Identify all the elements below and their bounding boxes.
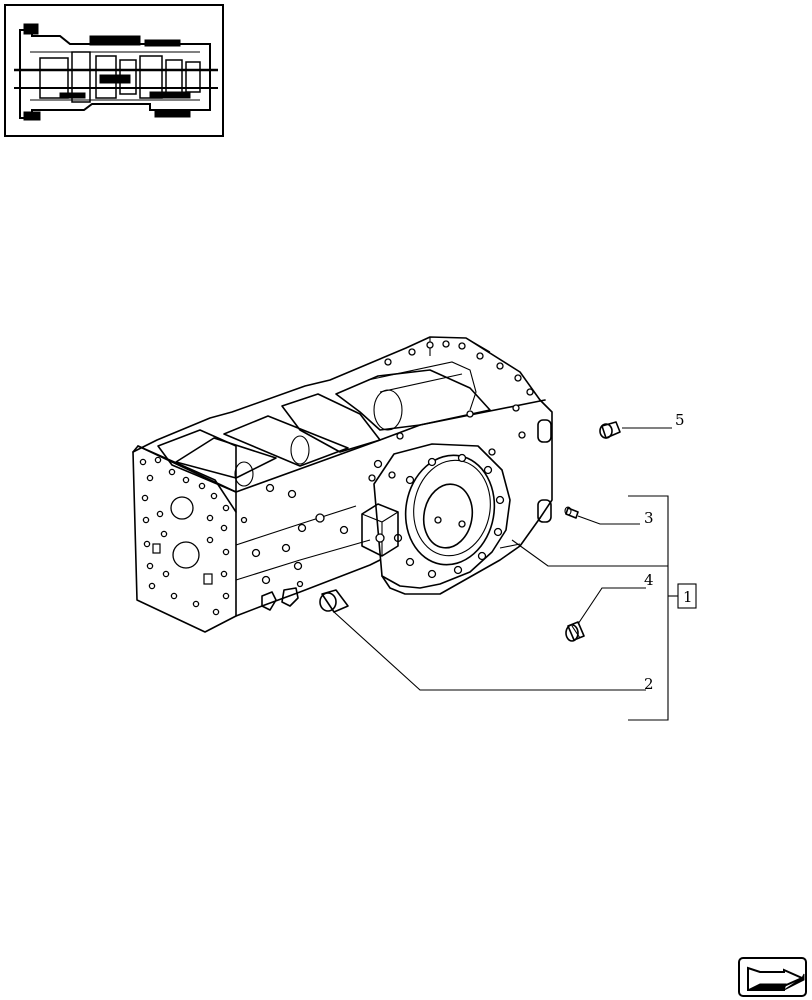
callout-2[interactable]: 2 [644, 675, 654, 693]
next-page-arrow-icon[interactable] [738, 957, 807, 997]
part-5-plug[interactable] [599, 421, 621, 439]
thumbnail-frame[interactable] [4, 4, 224, 137]
part-2-dowel[interactable] [319, 589, 349, 613]
callout-1[interactable]: 1 [683, 588, 693, 606]
leader-lines [333, 427, 697, 721]
callout-4[interactable]: 4 [644, 571, 654, 589]
transmission-section-thumbnail-icon [14, 23, 218, 121]
transmission-housing [132, 336, 553, 633]
part-4-plug[interactable] [565, 621, 585, 642]
callout-5[interactable]: 5 [675, 411, 685, 429]
callout-3[interactable]: 3 [644, 509, 654, 527]
bearing-bore [373, 443, 511, 589]
part-3-pin[interactable] [564, 506, 579, 519]
